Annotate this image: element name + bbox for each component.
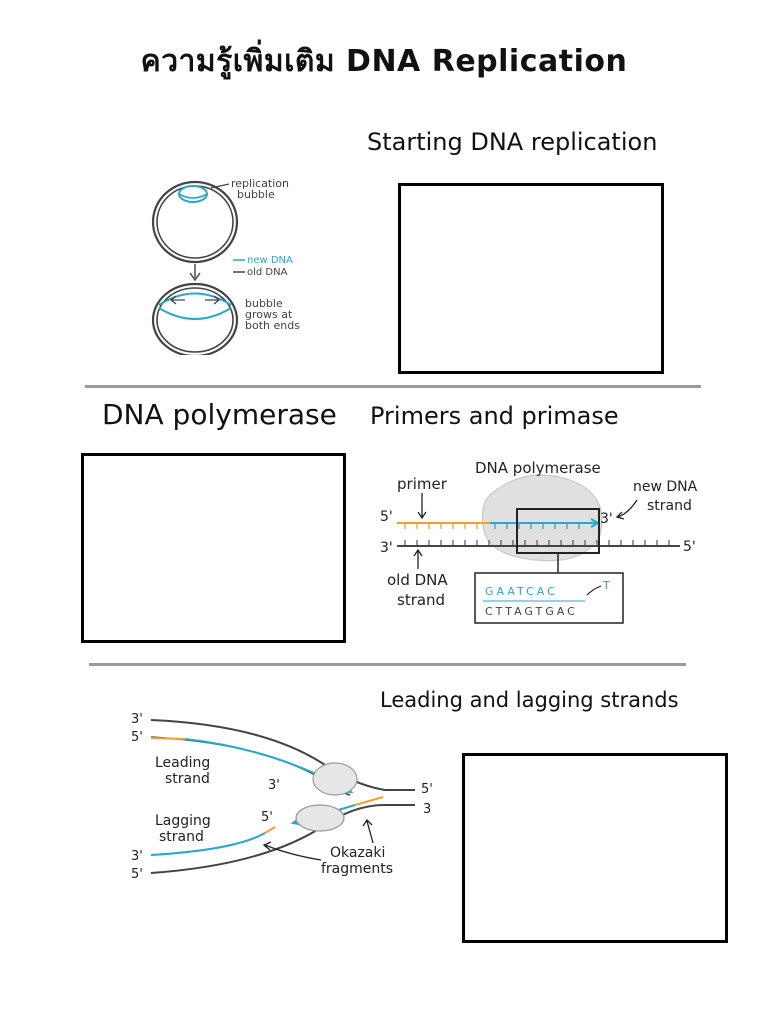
- old-dna-strand-label-2: strand: [397, 591, 445, 609]
- parent-strand-top: [150, 719, 415, 791]
- bubble-grows-label-1: bubble: [245, 297, 283, 310]
- dna-polymerase-label: DNA polymerase: [475, 459, 601, 477]
- dna-polymerase-blob: [481, 474, 603, 562]
- svg-text:5': 5': [261, 810, 273, 825]
- svg-text:5': 5': [380, 509, 393, 525]
- old-dna-strand-label-1: old DNA: [387, 571, 448, 589]
- new-dna-strand-label-2: strand: [647, 498, 692, 514]
- expanded-bubble-top: [158, 292, 232, 306]
- added-nucleotide: T: [602, 579, 610, 592]
- starting-replication-heading: Starting DNA replication: [367, 128, 658, 156]
- bubble-grows-label-2: grows at: [245, 308, 293, 321]
- leading-lagging-diagram: 3' 5' 3' 5' 5' 3 Leading strand Lagging …: [131, 712, 433, 882]
- primer-label: primer: [397, 475, 448, 493]
- lagging-strand-line: [150, 832, 266, 856]
- new-dna-strand-label-1: new DNA: [633, 479, 698, 495]
- lagging-strand-label-2: strand: [159, 829, 204, 845]
- svg-text:3': 3': [131, 849, 143, 864]
- old-sequence: CTTAGTGAC: [485, 605, 578, 618]
- svg-text:3: 3: [423, 802, 431, 817]
- section-divider-2: [89, 663, 686, 666]
- dna-polymerase-answer-box[interactable]: [81, 453, 346, 643]
- lagging-strand-label-1: Lagging: [155, 813, 211, 829]
- leading-lagging-heading: Leading and lagging strands: [380, 688, 679, 712]
- circular-dna-outer: [151, 180, 239, 264]
- svg-text:3': 3': [380, 540, 393, 556]
- page-title: ความรู้เพิ่มเติม DNA Replication: [140, 44, 628, 79]
- leading-strand-label-1: Leading: [155, 755, 210, 771]
- sequence-inset: [474, 572, 624, 624]
- svg-text:3': 3': [268, 778, 280, 793]
- lagging-polymerase-icon: [295, 804, 345, 832]
- right-arrow-icon: [205, 295, 221, 305]
- left-arrow-icon: [169, 295, 185, 305]
- section-divider: [85, 385, 701, 388]
- svg-text:5': 5': [131, 867, 143, 882]
- leading-lagging-answer-box[interactable]: [462, 753, 728, 943]
- replication-bubble-label: replication: [231, 177, 289, 190]
- svg-text:3': 3': [600, 511, 613, 527]
- dna-polymerase-heading: DNA polymerase: [102, 398, 337, 431]
- svg-text:5': 5': [131, 730, 143, 745]
- circular-dna-outer-2: [151, 282, 239, 355]
- svg-text:5': 5': [421, 782, 433, 797]
- svg-text:3': 3': [131, 712, 143, 727]
- small-bubble: [178, 185, 208, 203]
- new-sequence: GAATCAC: [485, 585, 558, 598]
- old-dna-legend: old DNA: [247, 267, 288, 278]
- primers-primase-heading: Primers and primase: [370, 402, 619, 430]
- leading-polymerase-icon: [312, 762, 358, 796]
- replication-bubble-diagram: replication bubble new DNA old DNA bubbl…: [151, 177, 300, 355]
- okazaki-label-2: fragments: [321, 861, 393, 877]
- replication-bubble-label-2: bubble: [237, 188, 275, 201]
- bubble-grows-label-3: both ends: [245, 319, 300, 332]
- leading-strand-label-2: strand: [165, 771, 210, 787]
- svg-text:5': 5': [683, 539, 696, 555]
- starting-replication-answer-box[interactable]: [398, 183, 664, 374]
- okazaki-label-1: Okazaki: [330, 845, 385, 861]
- primers-primase-diagram: 5' 3' 3' 5' GAATCAC T CTTAGTGAC primer D…: [380, 459, 698, 624]
- new-dna-legend: new DNA: [247, 255, 293, 266]
- circular-dna-inner: [156, 185, 234, 259]
- expanded-bubble-bottom: [158, 307, 232, 320]
